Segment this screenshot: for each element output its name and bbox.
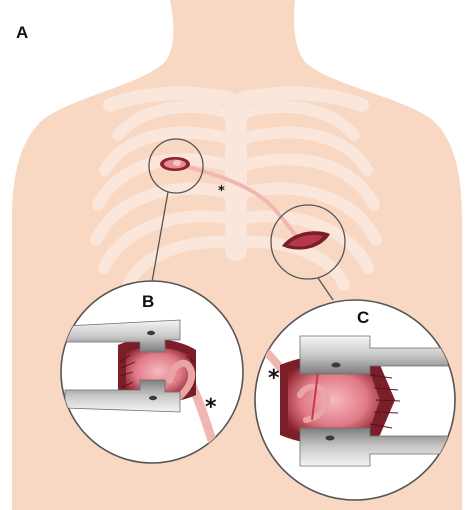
panel-label-c: C — [357, 308, 369, 327]
panel-label-a: A — [16, 23, 28, 42]
inset-b: B * — [60, 280, 244, 464]
panel-label-b: B — [142, 292, 154, 311]
leader-line-c — [317, 277, 334, 301]
callout-circle-lower — [270, 204, 346, 280]
asterisk-c: * — [268, 366, 280, 391]
incision-lower — [282, 231, 330, 250]
leader-line-b — [151, 191, 169, 283]
inset-c: C * — [254, 299, 456, 501]
asterisk-main: * — [218, 184, 225, 199]
incision-upper — [160, 157, 190, 171]
clavicle-right — [237, 86, 369, 112]
clavicle-left — [103, 86, 235, 112]
callout-circle-upper — [148, 138, 204, 194]
graft-tunnel — [173, 161, 302, 242]
asterisk-b: * — [205, 395, 217, 420]
